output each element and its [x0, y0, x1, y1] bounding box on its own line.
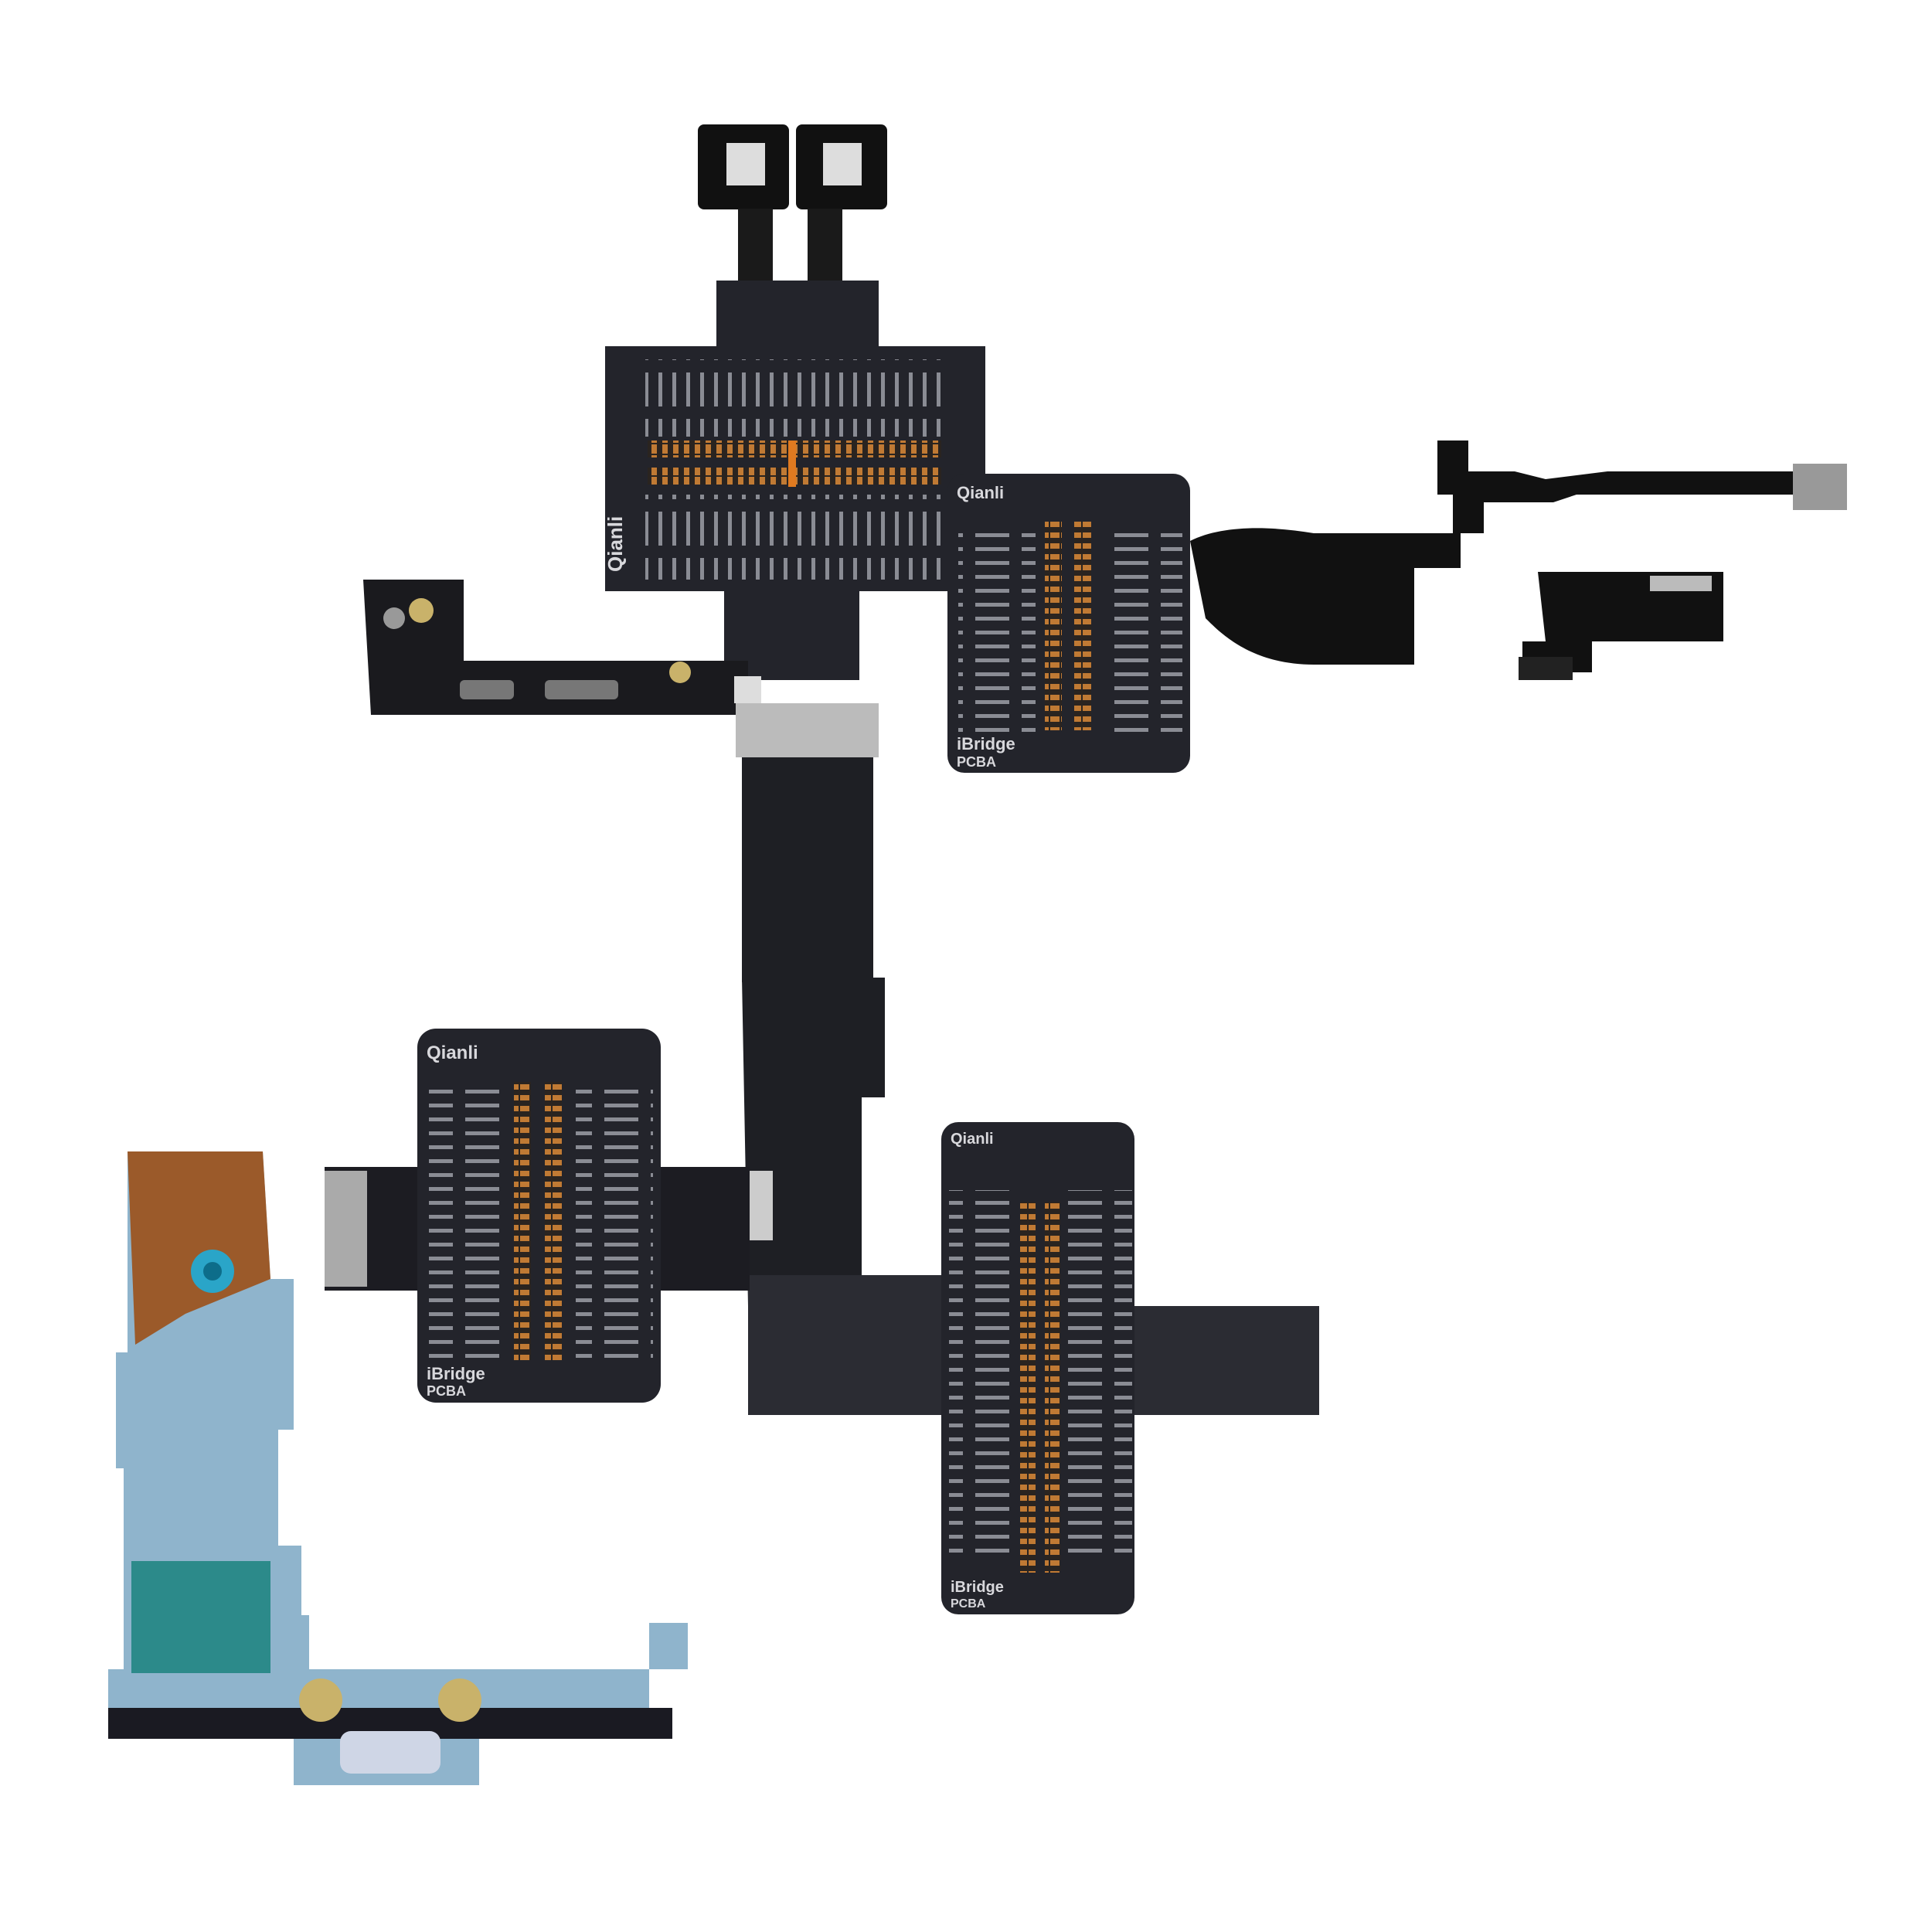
main-flex: [736, 703, 951, 1415]
bottom-right-test-board: Qianli iBridge PCBA: [927, 1122, 1319, 1614]
product-subtitle: PCBA: [427, 1383, 466, 1399]
bottom-left-test-board: Qianli iBridge PCBA: [325, 1029, 750, 1403]
top-test-board: Qianli: [604, 281, 985, 680]
right-test-board: Qianli iBridge PCBA: [947, 474, 1190, 773]
brand-logo: Qianli: [957, 483, 1004, 502]
charging-port-flex: [108, 1151, 688, 1785]
camera-modules: [698, 124, 887, 282]
brand-logo: Qianli: [427, 1043, 478, 1063]
product-subtitle: PCBA: [957, 754, 996, 770]
product-logo: iBridge: [957, 734, 1015, 753]
product-logo: iBridge: [951, 1579, 1004, 1596]
antenna-board: [363, 580, 761, 715]
product-logo: iBridge: [427, 1364, 485, 1383]
brand-logo: Qianli: [604, 516, 627, 572]
front-sensor-flex: [1190, 440, 1847, 680]
brand-logo: Qianli: [951, 1131, 994, 1148]
product-subtitle: PCBA: [951, 1597, 986, 1611]
